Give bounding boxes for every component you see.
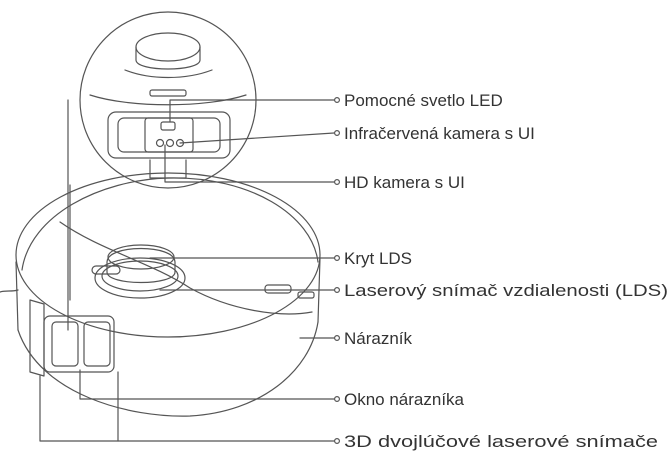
dot-hd-camera	[334, 179, 341, 186]
label-lds: Laserový snímač vzdialenosti (LDS)	[344, 281, 668, 300]
robot-body	[0, 172, 321, 417]
zoom-surface-line	[89, 94, 247, 106]
label-led: Pomocné svetlo LED	[344, 91, 503, 110]
zoom-lds-top	[135, 32, 201, 62]
dot-bumper-window	[334, 396, 341, 403]
dot-lds-cover	[334, 255, 341, 262]
dot-lds	[334, 287, 341, 294]
zoom-camera-mount	[149, 159, 187, 179]
zoom-lens-2	[165, 138, 175, 148]
robot-inner-rim	[21, 177, 319, 271]
zoom-lds-side	[135, 46, 201, 70]
dot-bumper	[334, 335, 341, 342]
bumper-edge	[29, 299, 45, 377]
label-hd-camera: HD kamera s UI	[344, 173, 465, 192]
label-lds-cover: Kryt LDS	[344, 249, 412, 268]
bumper-window-frame	[43, 315, 115, 373]
label-3d-sensors: 3D dvojlúčové laserové snímače	[344, 432, 658, 451]
lds-side-slot	[91, 265, 121, 275]
label-bumper: Nárazník	[344, 329, 413, 348]
dot-ir-camera	[334, 130, 341, 137]
lds-turret	[91, 244, 186, 299]
lds-cover-top	[107, 244, 175, 270]
robot-top-outline	[15, 172, 321, 338]
robot-top-detail-2	[297, 291, 315, 299]
robot-cable	[0, 289, 19, 293]
magnifier	[79, 11, 257, 189]
lds-cover-shape	[106, 248, 176, 284]
zoom-camera-housing	[107, 111, 231, 159]
robot-cover-seam	[59, 221, 313, 315]
lds-base-ring	[94, 257, 186, 299]
zoom-led	[160, 121, 176, 131]
label-bumper-window: Okno nárazníka	[344, 390, 465, 409]
leader-ir-camera	[179, 132, 335, 144]
leader-dots	[334, 96, 341, 445]
robot-top-detail	[264, 284, 292, 294]
dot-3d-sensors	[334, 438, 341, 445]
leader-3d-sensors-a	[39, 375, 335, 442]
zoom-led-strip	[149, 89, 187, 97]
lds-inner-ring	[101, 260, 179, 292]
bumper-front	[29, 299, 115, 377]
dot-led	[334, 96, 341, 103]
robot-side-left	[15, 261, 19, 331]
leader-bumper-window	[79, 369, 335, 400]
robot-bottom-outline	[17, 321, 319, 417]
label-ir-camera: Infračervená kamera s UI	[344, 124, 535, 143]
bumper-window-right	[83, 321, 111, 367]
zoom-camera-panel	[144, 117, 194, 153]
zoom-lens-1	[155, 138, 165, 148]
leader-led	[169, 99, 335, 123]
leader-hd-camera	[164, 144, 335, 183]
leader-lines	[39, 99, 335, 442]
bumper-window-left	[51, 321, 79, 367]
zoom-ring	[124, 69, 213, 79]
